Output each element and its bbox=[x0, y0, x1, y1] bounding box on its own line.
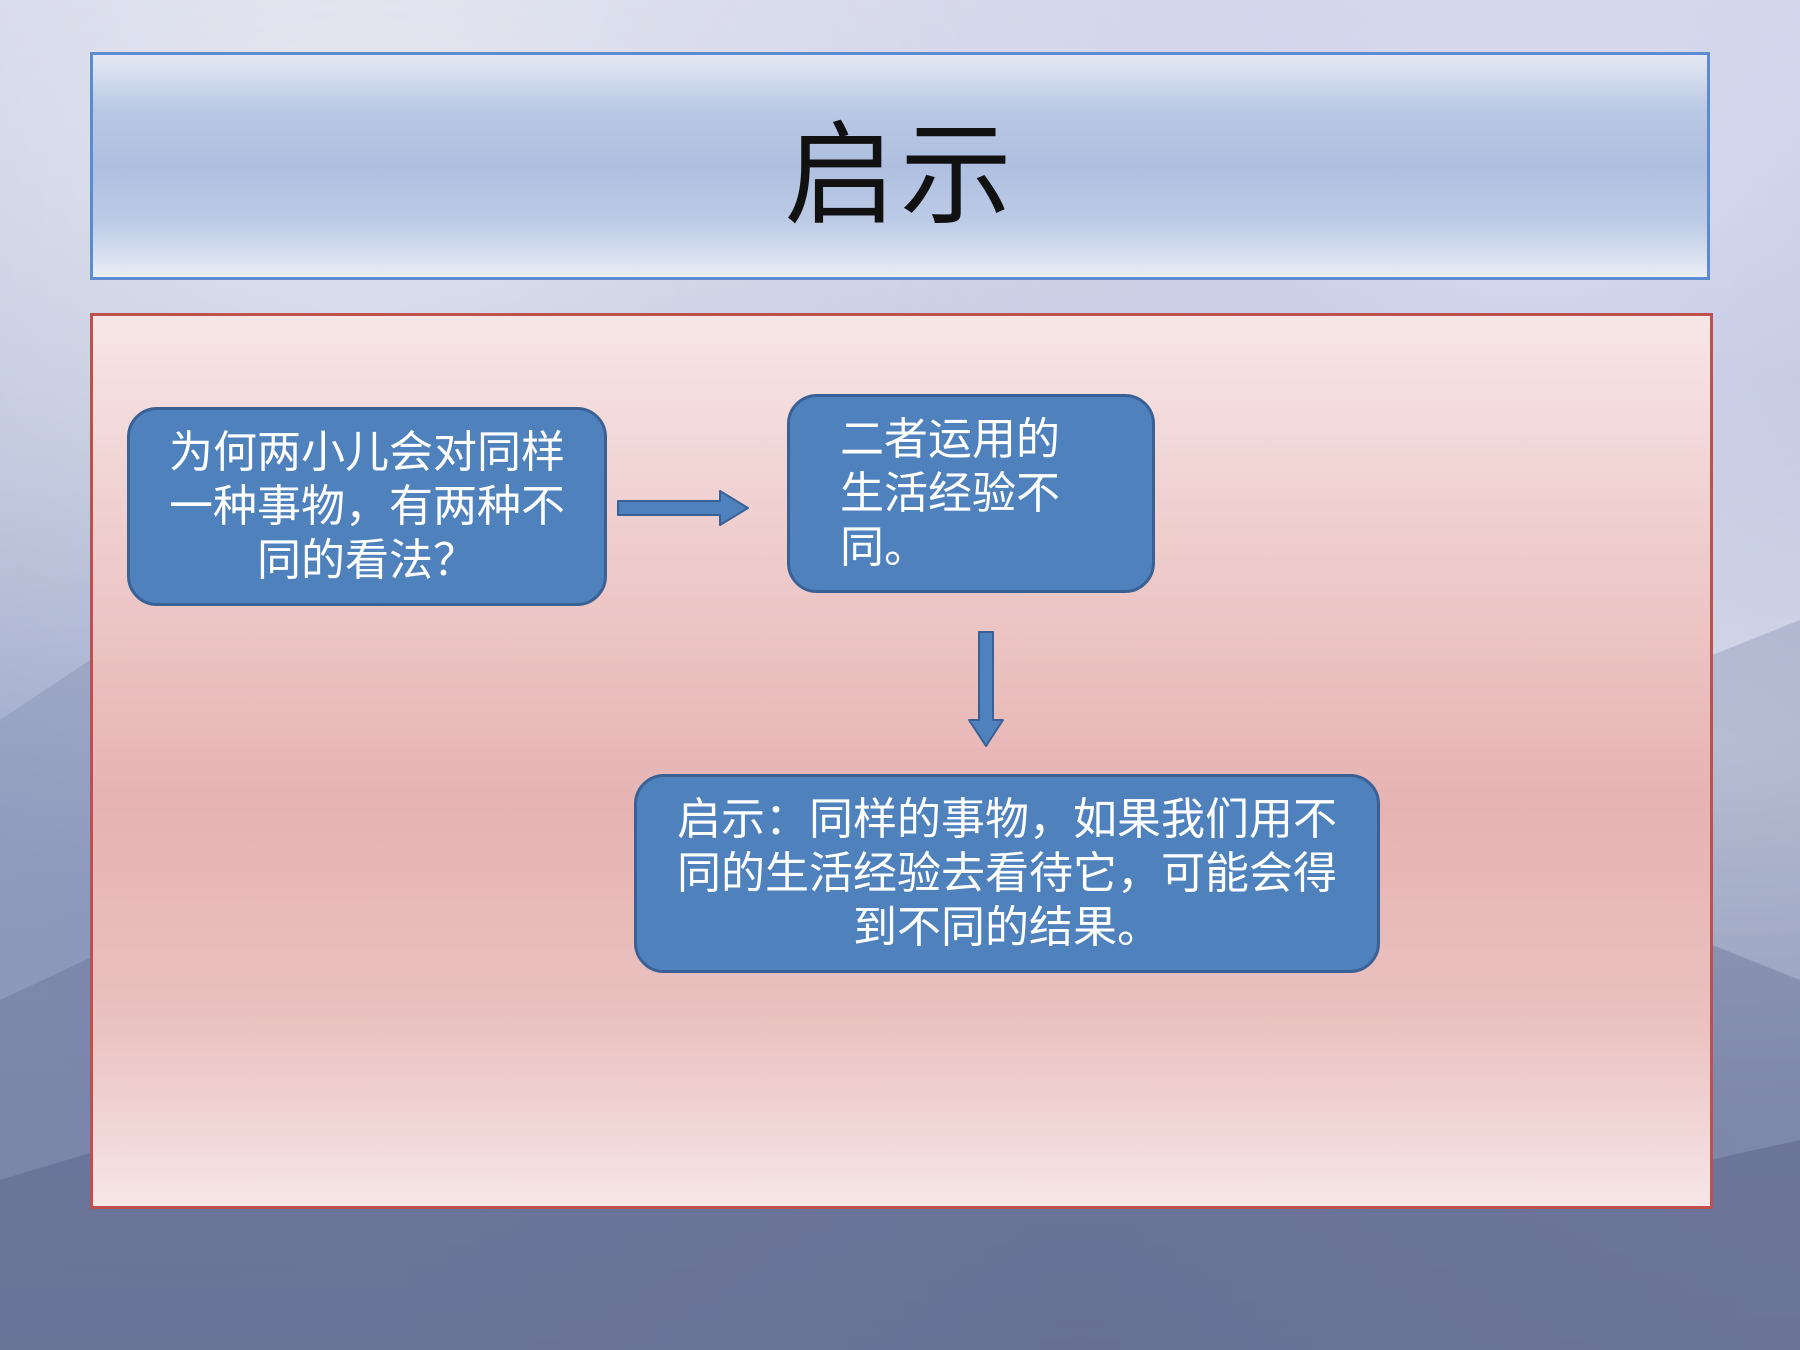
reason-node-text: 二者运用的生活经验不同。 bbox=[840, 413, 1060, 573]
title-banner: 启示 bbox=[90, 52, 1710, 280]
question-node-text: 为何两小儿会对同样一种事物，有两种不同的看法？ bbox=[169, 426, 565, 586]
slide-title: 启示 bbox=[784, 111, 1016, 241]
conclusion-node-text: 启示：同样的事物，如果我们用不同的生活经验去看待它，可能会得到不同的结果。 bbox=[677, 793, 1337, 953]
question-node: 为何两小儿会对同样一种事物，有两种不同的看法？ bbox=[127, 407, 607, 606]
reason-node: 二者运用的生活经验不同。 bbox=[787, 394, 1155, 593]
conclusion-node: 启示：同样的事物，如果我们用不同的生活经验去看待它，可能会得到不同的结果。 bbox=[634, 774, 1380, 973]
